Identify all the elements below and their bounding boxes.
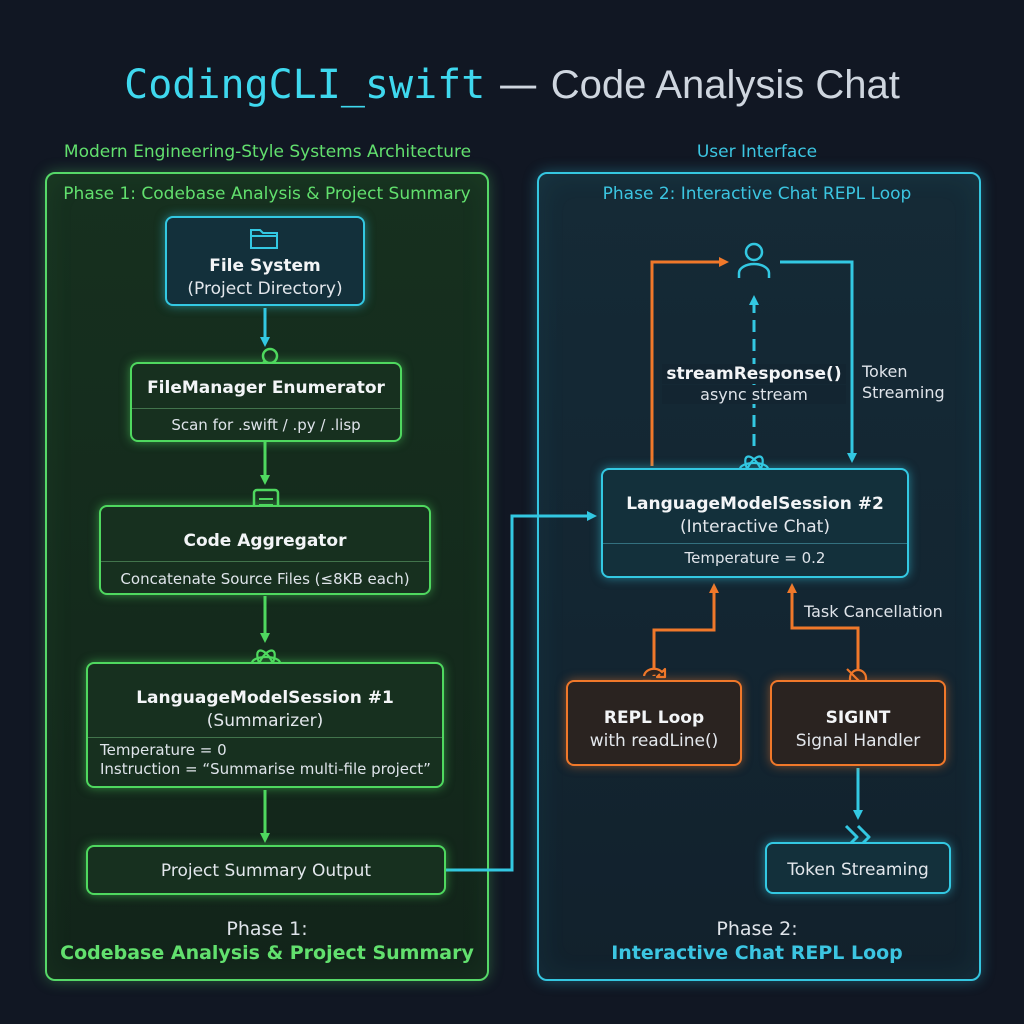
async-stream-label: async stream — [662, 385, 846, 404]
phase1-footer-bottom: Codebase Analysis & Project Summary — [60, 942, 474, 964]
phase1-footer-top: Phase 1: — [226, 918, 308, 940]
session1-box: LanguageModelSession #1 (Summarizer) Tem… — [86, 662, 444, 788]
user-icon — [736, 240, 772, 284]
session2-subtitle: (Interactive Chat) — [680, 517, 830, 537]
sigint-title: SIGINT — [825, 708, 891, 728]
title-dash: — — [498, 62, 539, 108]
file-system-subtitle: (Project Directory) — [187, 279, 343, 299]
project-summary-output-box: Project Summary Output — [86, 845, 446, 895]
enumerator-title: FileManager Enumerator — [147, 378, 385, 398]
token-label-1: Token — [862, 362, 908, 381]
arrow-user-to-session2 — [780, 260, 857, 463]
page-title: CodingCLI_swift — Code Analysis Chat — [0, 62, 1024, 108]
stream-response-label: streamResponse() — [662, 364, 846, 384]
aggregator-box: Code Aggregator Concatenate Source Files… — [99, 505, 431, 595]
phase2-header: Phase 2: Interactive Chat REPL Loop — [602, 184, 912, 204]
session2-temperature: Temperature = 0.2 — [684, 549, 826, 567]
project-summary-output-label: Project Summary Output — [160, 861, 372, 881]
session1-temperature: Temperature = 0 — [100, 741, 227, 759]
folder-icon — [250, 229, 278, 249]
task-cancellation-label: Task Cancellation — [804, 602, 943, 621]
phase2-footer-top: Phase 2: — [716, 918, 798, 940]
title-app-name: CodingCLI_swift — [124, 62, 486, 108]
repl-loop-title: REPL Loop — [603, 708, 705, 728]
right-caption: User Interface — [696, 142, 818, 162]
repl-loop-box: REPL Loop with readLine() — [566, 680, 742, 766]
repl-loop-subtitle: with readLine() — [589, 731, 719, 751]
token-label-2: Streaming — [862, 383, 945, 402]
session1-title: LanguageModelSession #1 — [136, 688, 394, 708]
sigint-box: SIGINT Signal Handler — [770, 680, 946, 766]
enumerator-detail: Scan for .swift / .py / .lisp — [171, 416, 361, 434]
session2-box: LanguageModelSession #2 (Interactive Cha… — [601, 468, 909, 578]
arrow-repl-to-session2 — [652, 583, 719, 676]
arrow-output-to-session2 — [445, 511, 597, 872]
arrow-orange-loop-to-user — [650, 257, 729, 466]
aggregator-detail: Concatenate Source Files (≤8KB each) — [120, 570, 410, 588]
arrow-sigint-to-session2 — [787, 583, 860, 676]
aggregator-title: Code Aggregator — [183, 531, 347, 551]
session1-subtitle: (Summarizer) — [206, 711, 324, 731]
file-system-box: File System (Project Directory) — [165, 216, 365, 306]
left-caption: Modern Engineering-Style Systems Archite… — [63, 142, 472, 162]
token-streaming-box: Token Streaming — [765, 842, 951, 894]
title-subtitle: Code Analysis Chat — [550, 63, 900, 107]
token-streaming-label: Token Streaming — [787, 860, 929, 880]
session2-title: LanguageModelSession #2 — [626, 494, 884, 514]
phase1-header: Phase 1: Codebase Analysis & Project Sum… — [63, 184, 471, 204]
session1-instruction: Instruction = “Summarise multi-file proj… — [100, 760, 431, 778]
phase2-footer-bottom: Interactive Chat REPL Loop — [611, 942, 903, 964]
sigint-subtitle: Signal Handler — [795, 731, 921, 751]
file-system-title: File System — [209, 256, 321, 276]
enumerator-box: FileManager Enumerator Scan for .swift /… — [130, 362, 402, 442]
